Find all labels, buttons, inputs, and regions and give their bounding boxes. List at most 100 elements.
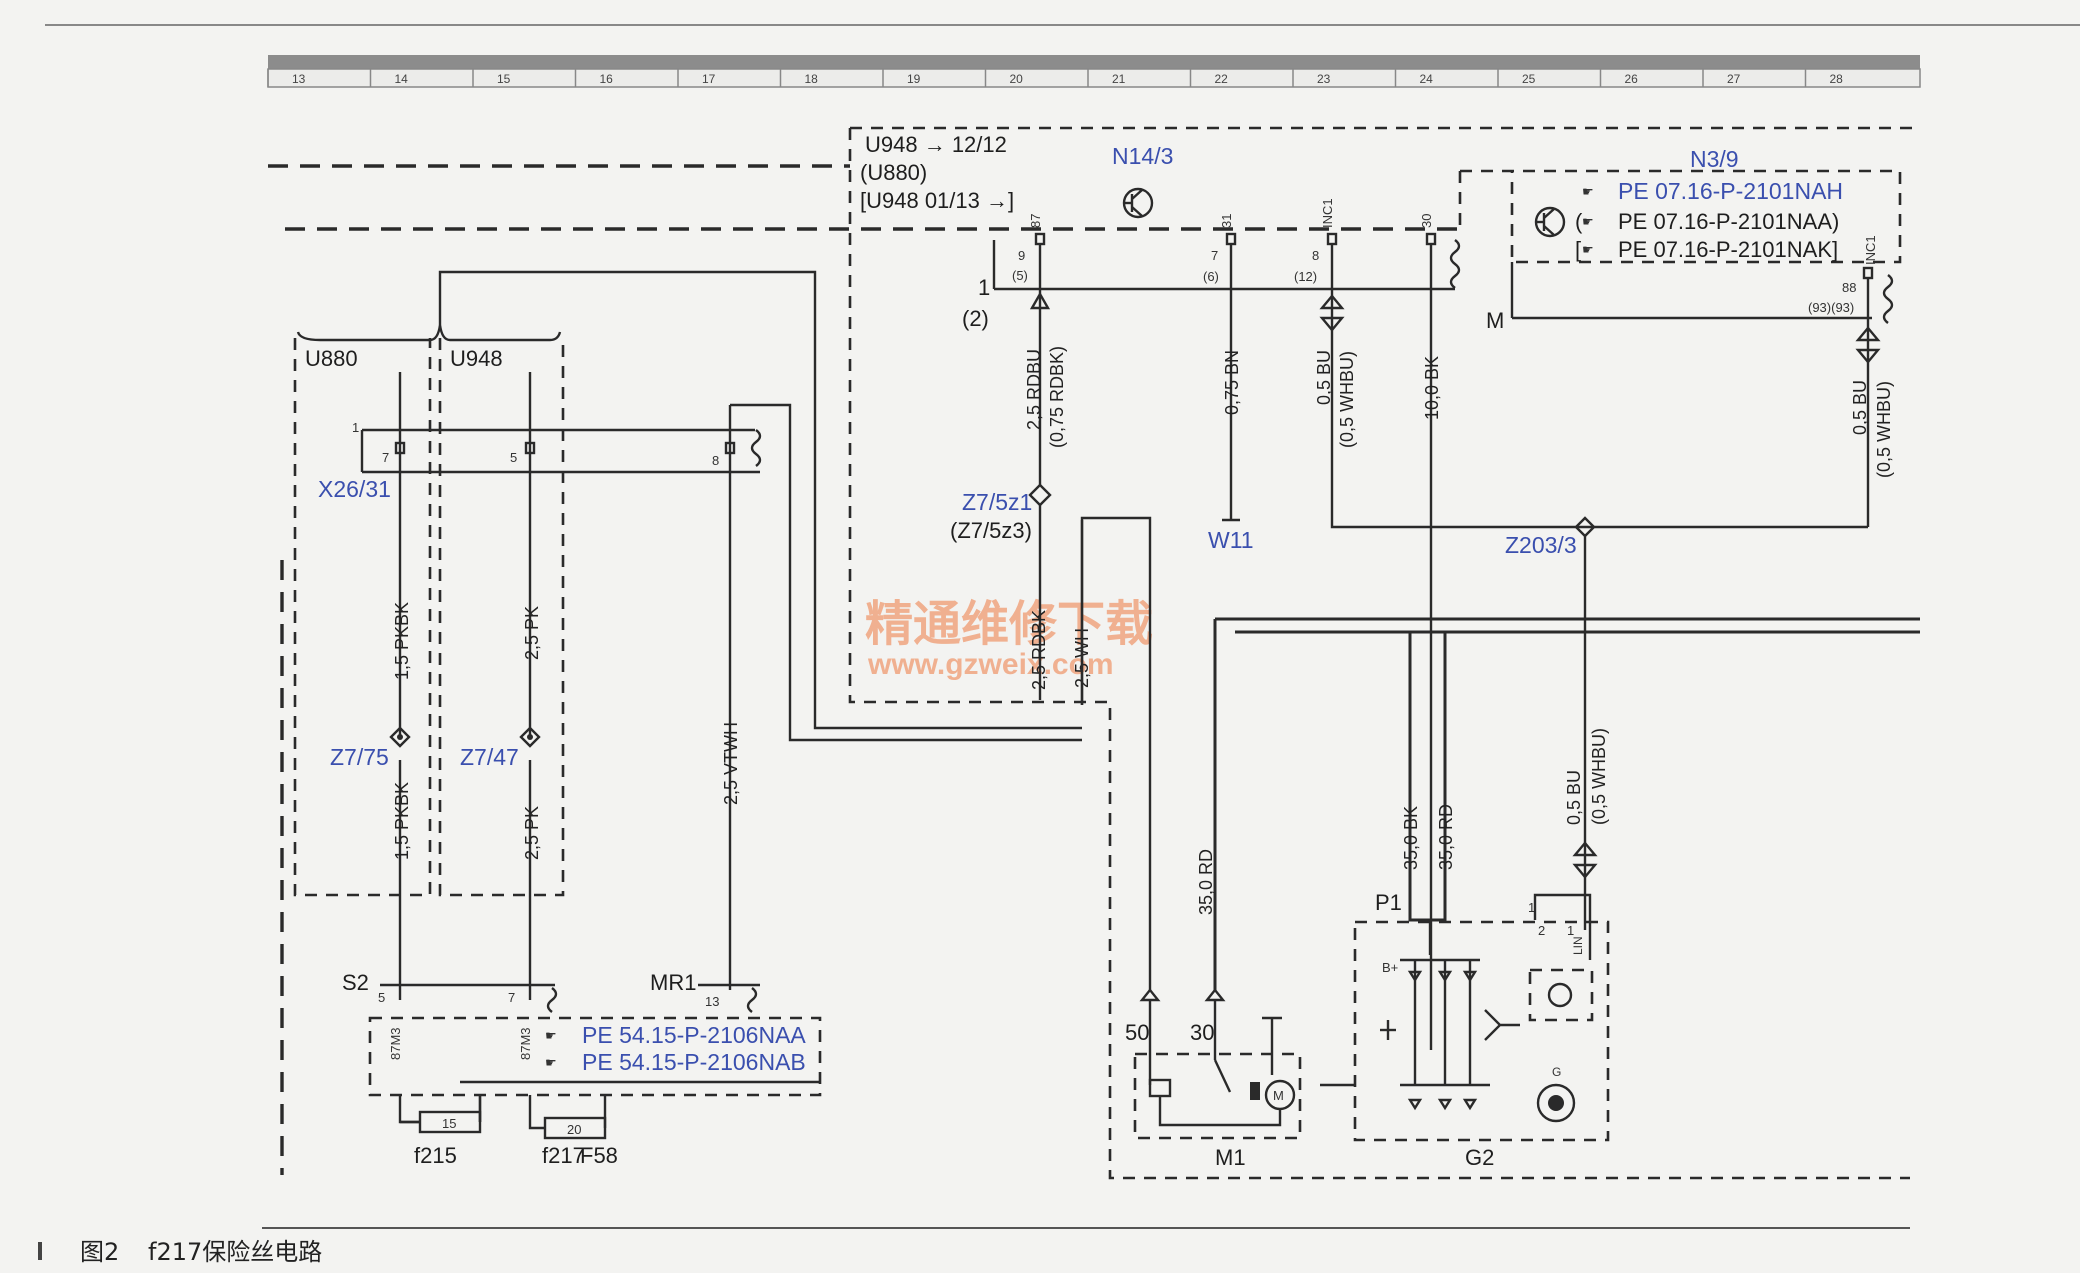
g2-pin-bplus: B+ bbox=[1382, 960, 1398, 975]
bus-pin-1: 1 bbox=[978, 275, 990, 300]
mr1-pin-13: 13 bbox=[705, 994, 719, 1009]
wire-rdbk-alt: (0,75 RDBK) bbox=[1047, 346, 1067, 448]
g2-alternator: P1 B+ 1 2 1 LIN G G2 bbox=[1320, 841, 1610, 1170]
ref-fuse-1[interactable]: PE 54.15-P-2106NAA bbox=[582, 1022, 806, 1048]
wire-whbu-1: (0,5 WHBU) bbox=[1337, 351, 1357, 448]
wire-pkbk-bot: 1,5 PKBK bbox=[392, 782, 412, 860]
mr1-label: MR1 bbox=[650, 970, 696, 995]
g2-pin-lin: LIN bbox=[1571, 936, 1585, 955]
m1-starter: 50 30 M M1 bbox=[1125, 988, 1302, 1170]
w11-label: W11 bbox=[1208, 527, 1254, 553]
pin-5: (5) bbox=[1012, 268, 1028, 283]
x26-pin-1: 1 bbox=[352, 420, 359, 435]
fuse-f215-rating: 15 bbox=[442, 1116, 456, 1131]
pin-88: 88 bbox=[1842, 280, 1856, 295]
caption-bar bbox=[38, 1242, 42, 1260]
fuse-f217-rating: 20 bbox=[567, 1122, 581, 1137]
z203-3-connector: Z203/3 0,5 BU (0,5 WHBU) bbox=[1505, 516, 1609, 890]
pin-31: 31 bbox=[1219, 214, 1234, 228]
ruler-column-label: 22 bbox=[1215, 72, 1229, 86]
g2-label: G2 bbox=[1465, 1145, 1494, 1170]
z7-5z3-label: (Z7/5z3) bbox=[950, 518, 1032, 543]
pin-6: (6) bbox=[1203, 269, 1219, 284]
pin-30: 30 bbox=[1419, 214, 1434, 228]
wire-rdbk-low: 2,5 RDBK bbox=[1029, 610, 1049, 690]
wire-whbu-2: (0,5 WHBU) bbox=[1874, 381, 1894, 478]
ref-fuse-2[interactable]: PE 54.15-P-2106NAB bbox=[582, 1049, 806, 1075]
ref-n3-9-1[interactable]: PE 07.16-P-2101NAH bbox=[1618, 178, 1843, 204]
ref-n3-9-2[interactable]: PE 07.16-P-2101NAA) bbox=[1618, 209, 1839, 234]
wire-bu-2: 0,5 BU bbox=[1850, 380, 1870, 435]
ruler-column-label: 13 bbox=[292, 72, 306, 86]
pin-inc1-n3: INC1 bbox=[1863, 235, 1878, 265]
g2-pin-g: G bbox=[1552, 1065, 1561, 1079]
u880-u948-area: U880 U948 1 7 5 8 X26/31 Z7/75 1,5 PKBK … bbox=[293, 270, 1082, 1000]
wire-bk-10: 10,0 BK bbox=[1422, 356, 1442, 420]
x26-31-label: X26/31 bbox=[318, 476, 391, 502]
g2-pin-2: 2 bbox=[1538, 923, 1545, 938]
x26-pin-5: 5 bbox=[510, 450, 517, 465]
wire-whbu-3: (0,5 WHBU) bbox=[1589, 728, 1609, 825]
ruler-column-label: 14 bbox=[395, 72, 409, 86]
ref-n3-9-3[interactable]: PE 07.16-P-2101NAK] bbox=[1618, 237, 1838, 262]
wire-pk-bot: 2,5 PK bbox=[522, 806, 542, 860]
pin-87m3-b: 87M3 bbox=[518, 1027, 533, 1060]
u948-label: U948 bbox=[450, 346, 503, 371]
reference-icon: ☛ bbox=[545, 1055, 557, 1070]
pin-87: 87 bbox=[1028, 214, 1043, 228]
wire-bu-3: 0,5 BU bbox=[1564, 770, 1584, 825]
g2-pin-1-top: 1 bbox=[1528, 900, 1535, 915]
ruler-column-label: 18 bbox=[805, 72, 819, 86]
reference-icon: ☛ bbox=[1582, 184, 1594, 199]
reference-icon: ☛ bbox=[1582, 214, 1594, 229]
fuse-box: S2 5 7 MR1 13 87M3 87M3 ☛ PE 54.15-P-210… bbox=[342, 970, 822, 1168]
g2-pin-1: 1 bbox=[1567, 923, 1574, 938]
pin-87m3-a: 87M3 bbox=[388, 1027, 403, 1060]
ruler-column-label: 28 bbox=[1830, 72, 1844, 86]
f58-label: F58 bbox=[580, 1143, 618, 1168]
transistor-icon bbox=[1534, 206, 1566, 238]
transistor-icon bbox=[1122, 187, 1154, 219]
reference-icon: ☛ bbox=[545, 1028, 557, 1043]
u880-label: U880 bbox=[305, 346, 358, 371]
ruler-column-label: 27 bbox=[1727, 72, 1741, 86]
z7-75-label: Z7/75 bbox=[330, 744, 389, 770]
caption-title: f217保险丝电路 bbox=[148, 1238, 322, 1266]
s2-label: S2 bbox=[342, 970, 369, 995]
module-frames bbox=[268, 126, 1918, 1180]
z7-47-label: Z7/47 bbox=[460, 744, 519, 770]
fuse-f217-label: f217 bbox=[542, 1143, 585, 1168]
n14-3-label: N14/3 bbox=[1112, 143, 1173, 169]
ruler-column-label: 17 bbox=[702, 72, 716, 86]
pin-12: (12) bbox=[1294, 269, 1317, 284]
wire-bk-35: 35,0 BK bbox=[1401, 806, 1421, 870]
n3-9-label: N3/9 bbox=[1690, 146, 1739, 172]
ruler-column-label: 25 bbox=[1522, 72, 1536, 86]
p1-label: P1 bbox=[1375, 890, 1402, 915]
z7-5z1-label: Z7/5z1 bbox=[962, 489, 1032, 515]
s2-pin-5: 5 bbox=[378, 990, 385, 1005]
ruler-column-label: 26 bbox=[1625, 72, 1639, 86]
ruler-column-label: 23 bbox=[1317, 72, 1331, 86]
bus-pin-2: (2) bbox=[962, 306, 989, 331]
ruler-column-label: 19 bbox=[907, 72, 921, 86]
wire-bu-1: 0,5 BU bbox=[1314, 350, 1334, 405]
watermark-url: www.gzweix.com bbox=[867, 648, 1114, 681]
variant-note-1: U948 → 12/12 bbox=[865, 132, 1007, 157]
ruler-column-label: 15 bbox=[497, 72, 511, 86]
ruler-column-label: 20 bbox=[1010, 72, 1024, 86]
pin-inc1: INC1 bbox=[1320, 198, 1335, 228]
m-label: M bbox=[1486, 308, 1504, 333]
n3-9-module: N3/9 ☛ PE 07.16-P-2101NAH ☛ ( PE 07.16-P… bbox=[1486, 146, 1894, 529]
pin-9: 9 bbox=[1018, 248, 1025, 263]
svg-text:[: [ bbox=[1575, 237, 1581, 262]
wire-rd-35-b: 35,0 RD bbox=[1436, 804, 1456, 870]
caption-figure: 图2 bbox=[80, 1238, 119, 1266]
fuse-f215-label: f215 bbox=[414, 1143, 457, 1168]
z203-3-label: Z203/3 bbox=[1505, 532, 1577, 558]
wire-vtwh: 2,5 VTWH bbox=[721, 722, 741, 805]
power-bus: 35,0 RD 35,0 BK 35,0 RD bbox=[1080, 516, 1920, 990]
wire-pkbk-top: 1,5 PKBK bbox=[392, 602, 412, 680]
pin-93: (93)(93) bbox=[1808, 300, 1854, 315]
